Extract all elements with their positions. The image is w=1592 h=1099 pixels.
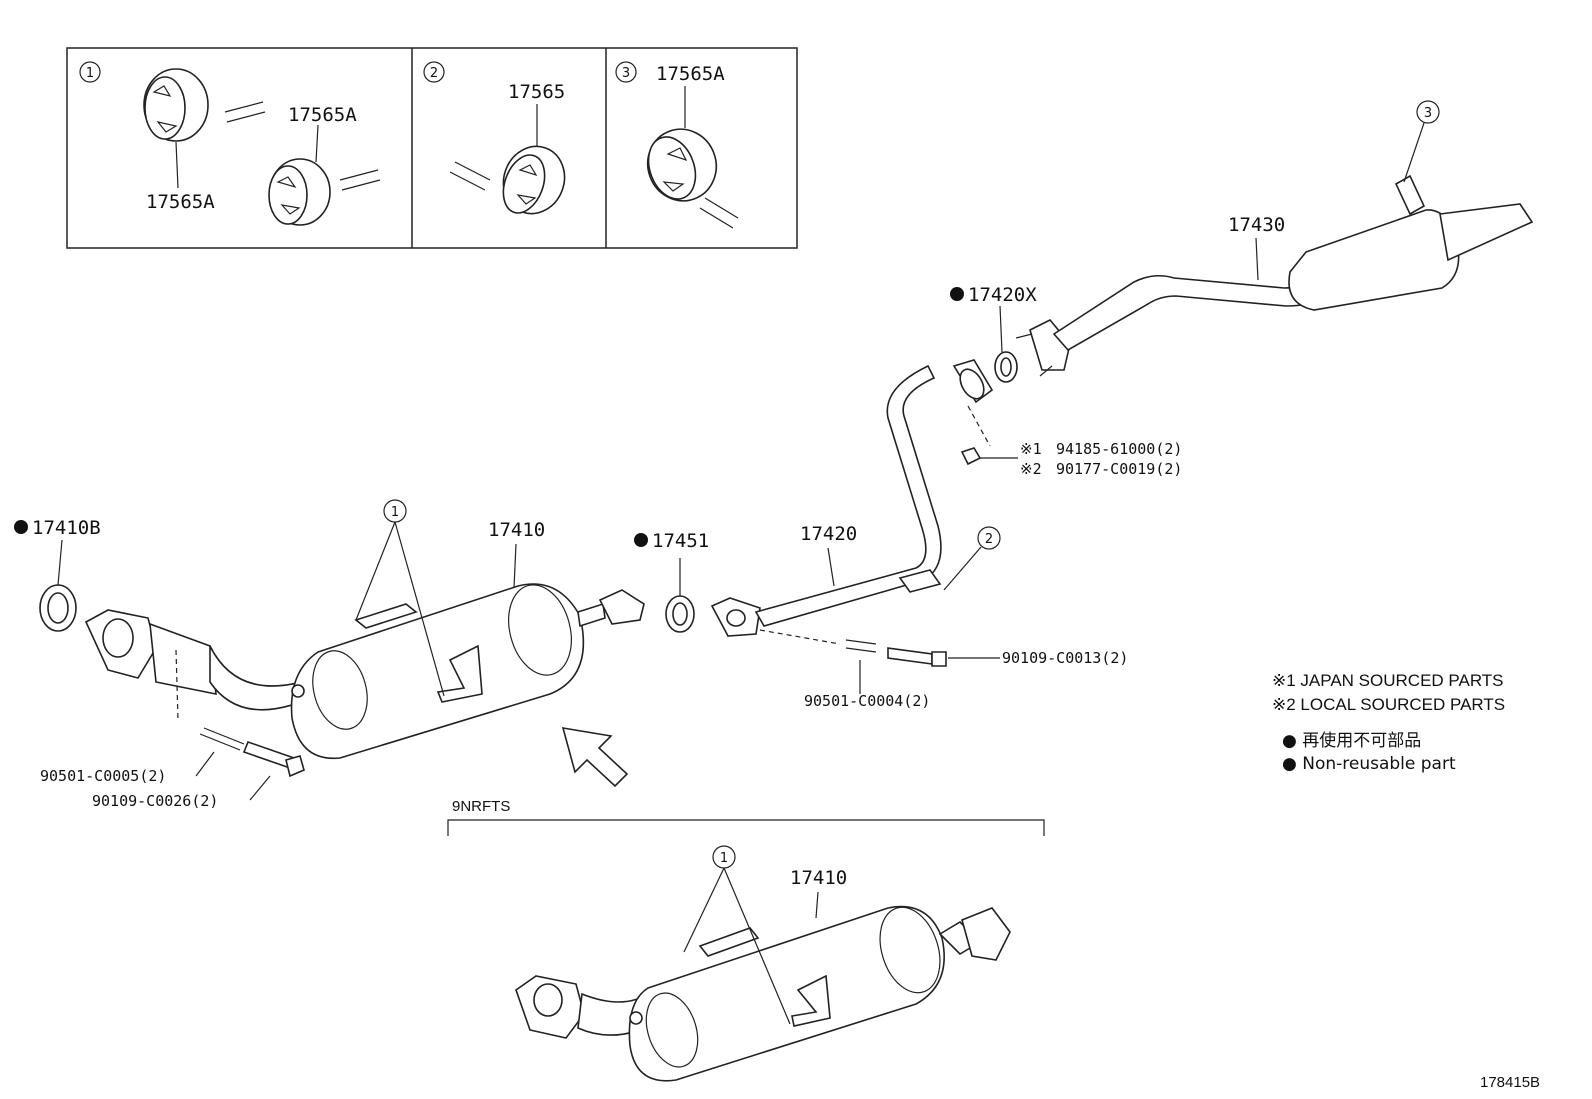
bolt-icon xyxy=(242,740,305,778)
panel-1-callout: 1 xyxy=(86,66,94,81)
rubber-hanger-icon xyxy=(502,145,566,215)
label-90109-C0026: 90109-C0026(2) xyxy=(92,792,218,810)
label-17410: 17410 xyxy=(488,519,545,541)
inset-panel-1: 1 17565A 17565A xyxy=(79,61,381,226)
gasket-17410B xyxy=(39,584,77,632)
label-90177-C0019: 90177-C0019(2) xyxy=(1056,460,1182,478)
callout-1-variant: 1 xyxy=(720,851,728,866)
nonreusable-marker xyxy=(634,533,648,547)
inset-panel-2: 2 17565 xyxy=(423,61,566,215)
variant-code: 9NRFTS xyxy=(452,798,510,815)
rubber-hanger-icon xyxy=(646,128,718,202)
callout-1-main: 1 xyxy=(391,505,399,520)
label-94185-61000: 94185-61000(2) xyxy=(1056,440,1182,458)
bolt-icon xyxy=(887,647,947,667)
label-17410B: 17410B xyxy=(32,517,101,539)
label-90109-C0013: 90109-C0013(2) xyxy=(1002,649,1128,667)
legend-nonreusable-cn: ● 再使用不可部品 xyxy=(1282,730,1421,751)
label-17565A-right: 17565A xyxy=(288,104,357,126)
label-17420X: 17420X xyxy=(968,284,1037,306)
label-17565: 17565 xyxy=(508,81,565,103)
label-17565A-panel3: 17565A xyxy=(656,63,725,85)
panel-2-callout: 2 xyxy=(430,66,438,81)
center-pipe-17420 xyxy=(710,359,994,637)
variant-bracket xyxy=(447,819,1045,836)
legend-nonreusable-en: ● Non-reusable part xyxy=(1282,754,1456,774)
inset-panel-3: 3 17565A xyxy=(615,61,739,229)
legend-local: ※2 LOCAL SOURCED PARTS xyxy=(1272,695,1505,714)
label-17430: 17430 xyxy=(1228,214,1285,236)
ref-mark-2: ※2 xyxy=(1020,460,1042,478)
label-90501-C0004: 90501-C0004(2) xyxy=(804,692,930,710)
label-90501-C0005: 90501-C0005(2) xyxy=(40,767,166,785)
converter-17410 xyxy=(84,583,645,760)
rubber-hanger-icon xyxy=(143,68,209,142)
label-17420: 17420 xyxy=(800,523,857,545)
gasket-17451 xyxy=(665,595,695,633)
converter-17410-variant xyxy=(515,905,1011,1082)
label-17410-variant: 17410 xyxy=(790,867,847,889)
inset-box xyxy=(66,47,798,249)
nonreusable-marker xyxy=(14,520,28,534)
legend-japan: ※1 JAPAN SOURCED PARTS xyxy=(1272,671,1504,690)
callout-3-tail: 3 xyxy=(1424,106,1432,121)
diagram-id: 178415B xyxy=(1480,1074,1540,1091)
front-direction-arrow-icon xyxy=(561,727,629,788)
ref-mark-1: ※1 xyxy=(1020,440,1042,458)
gasket-17420X xyxy=(994,351,1018,383)
nonreusable-marker xyxy=(950,287,964,301)
rubber-hanger-icon xyxy=(268,158,331,226)
tailpipe-17430 xyxy=(1015,174,1534,377)
label-17451: 17451 xyxy=(652,530,709,552)
label-17565A-left: 17565A xyxy=(146,191,215,213)
callout-2-pipe: 2 xyxy=(985,532,993,547)
nut-icon xyxy=(960,447,982,466)
panel-3-callout: 3 xyxy=(622,66,630,81)
